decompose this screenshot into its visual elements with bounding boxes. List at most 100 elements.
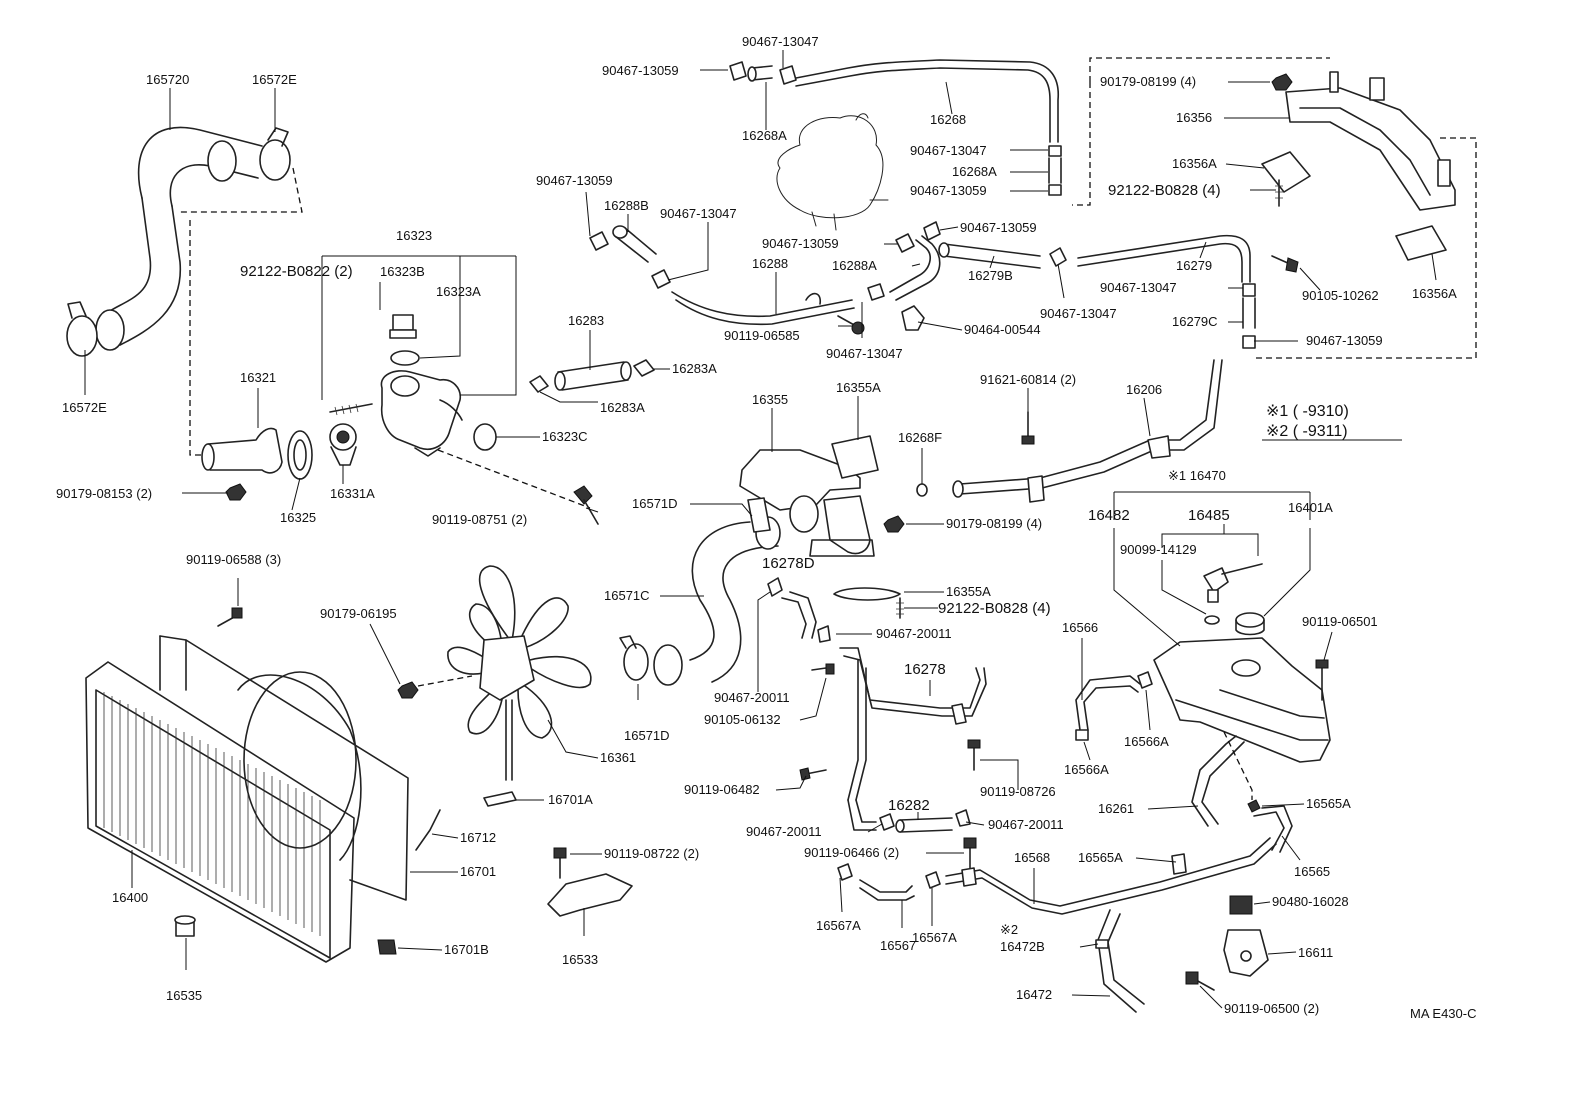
label-90467-20011-a: 90467-20011 [714, 690, 790, 705]
label-16611: 16611 [1298, 945, 1333, 960]
hose-16279c [1242, 283, 1256, 349]
label-90467-20011-d: 90467-20011 [988, 817, 1064, 832]
label-16568: 16568 [1014, 850, 1050, 865]
label-90119-06501: 90119-06501 [1302, 614, 1378, 629]
gasket-16355a-bottom [833, 587, 901, 601]
label-16261: 16261 [1098, 801, 1134, 816]
pipe-16568 [945, 837, 1277, 915]
hose-16571c [653, 516, 781, 686]
label-90467-13059-r: 90467-13059 [910, 183, 987, 198]
label-16323c: 16323C [542, 429, 588, 444]
gasket-16355a-top [831, 435, 879, 479]
cooling-fan-16361 [447, 565, 592, 781]
bolt-90119-06585 [837, 315, 865, 335]
range-notes: ※1 ( -9310) ※2 ( -9311) [1266, 403, 1349, 440]
label-16533: 16533 [562, 952, 598, 967]
clamp-16571d-bottom [619, 635, 649, 681]
label-16701b: 16701B [444, 942, 489, 957]
clip-16566a-left [1075, 729, 1089, 741]
label-90119-06482: 90119-06482 [684, 782, 760, 797]
label-16323b: 16323B [380, 264, 425, 279]
label-16279: 16279 [1176, 258, 1212, 273]
label-90467-13047-d: 90467-13047 [1100, 280, 1177, 295]
gasket-16323c [473, 423, 497, 451]
clip-16283a-left [529, 375, 549, 393]
label-16279c: 16279C [1172, 314, 1218, 329]
clip-90467-13047-top [779, 65, 797, 85]
label-16571c: 16571C [604, 588, 650, 603]
cushion-16535 [174, 915, 196, 937]
clip-90467-13047-b [867, 283, 885, 301]
label-90179-08199-top: 90179-08199 (4) [1100, 74, 1196, 89]
label-16565a-left: 16565A [1078, 850, 1123, 865]
bolt-90119-08726 [967, 739, 981, 771]
bolt-90119-06588 [217, 607, 243, 627]
label-note-2-16472b: ※2 [1000, 922, 1018, 937]
dashed-guide-fan [417, 675, 473, 687]
label-90119-08751: 90119-08751 (2) [432, 512, 527, 527]
label-16268a-r: 16268A [952, 164, 997, 179]
label-90480-16028: 90480-16028 [1272, 894, 1349, 909]
nut-90179-08199-mid [883, 515, 905, 533]
water-inlet [201, 427, 283, 474]
clip-90467-20011-b [817, 625, 831, 643]
label-90467-20011-c: 90467-20011 [746, 824, 822, 839]
pipe-16206 [952, 359, 1223, 503]
label-16361: 16361 [600, 750, 636, 765]
engine-outline-sketch [776, 113, 889, 231]
label-16268f: 16268F [898, 430, 942, 445]
clip-90467-20011-a [767, 577, 783, 597]
label-16566a-right: 16566A [1124, 734, 1169, 749]
hose-clamp-16572e-top [259, 127, 291, 181]
label-165720: 165720 [146, 72, 189, 87]
hose-16288b [612, 225, 657, 263]
label-90467-13047-top: 90467-13047 [742, 34, 819, 49]
part-labels: 165720 16572E 16572E 16323 92122-B0822 (… [56, 34, 1457, 1016]
hose-16566 [1075, 675, 1141, 731]
bypass-pipe-16356 [1285, 71, 1456, 211]
label-90467-20011-b: 90467-20011 [876, 626, 952, 641]
cap-16401a [1235, 612, 1265, 636]
label-90119-08726: 90119-08726 [980, 784, 1056, 799]
label-90467-13047-r: 90467-13047 [910, 143, 987, 158]
bolt-90119-06500 [1185, 971, 1215, 991]
clip-16565a [1247, 799, 1261, 813]
dashed-guide-bolt [437, 449, 591, 509]
clip-90467-13047-c [1049, 247, 1067, 267]
label-16325: 16325 [280, 510, 316, 525]
label-16571d-bottom: 16571D [624, 728, 670, 743]
dashed-guide-bypass-left [1072, 82, 1091, 206]
label-16356a-left: 16356A [1172, 156, 1217, 171]
label-92122-b0828-top: 92122-B0828 (4) [1108, 182, 1221, 199]
hose-16283 [554, 361, 632, 391]
bolt-90119-08722 [553, 847, 567, 879]
bolt-91621-60814 [1021, 411, 1035, 445]
hose-16282 [895, 817, 953, 833]
water-outlet-housing [380, 370, 463, 457]
stud-92122-b0828-mid [896, 597, 904, 619]
label-90179-08199-mid: 90179-08199 (4) [946, 516, 1042, 531]
radiator-16400 [85, 661, 355, 963]
label-16566: 16566 [1062, 620, 1098, 635]
label-16565a-right: 16565A [1306, 796, 1351, 811]
label-90464-00544: 90464-00544 [964, 322, 1041, 337]
bracket-90464-00544 [901, 305, 925, 331]
plug-16323b [389, 314, 417, 339]
hose-16268a-top [747, 65, 773, 82]
label-16565: 16565 [1294, 864, 1330, 879]
hose-16268 [795, 59, 1059, 143]
stud-92122-b0828-top [1275, 179, 1283, 207]
label-90119-06588: 90119-06588 (3) [186, 552, 281, 567]
gasket-16323a [390, 350, 420, 366]
pipe-16278 [839, 647, 987, 831]
gasket-16325-inner [293, 439, 307, 471]
label-90099-14129: 90099-14129 [1120, 542, 1197, 557]
label-16567a-right: 16567A [912, 930, 957, 945]
label-16567a-left: 16567A [816, 918, 861, 933]
label-90467-13047-b: 90467-13047 [826, 346, 903, 361]
note-2: ※2 ( -9311) [1266, 423, 1348, 440]
drawing-code: MA E430-C [1410, 1006, 1476, 1021]
stud-bolt-92122 [329, 403, 373, 413]
label-90105-06132: 90105-06132 [704, 712, 781, 727]
